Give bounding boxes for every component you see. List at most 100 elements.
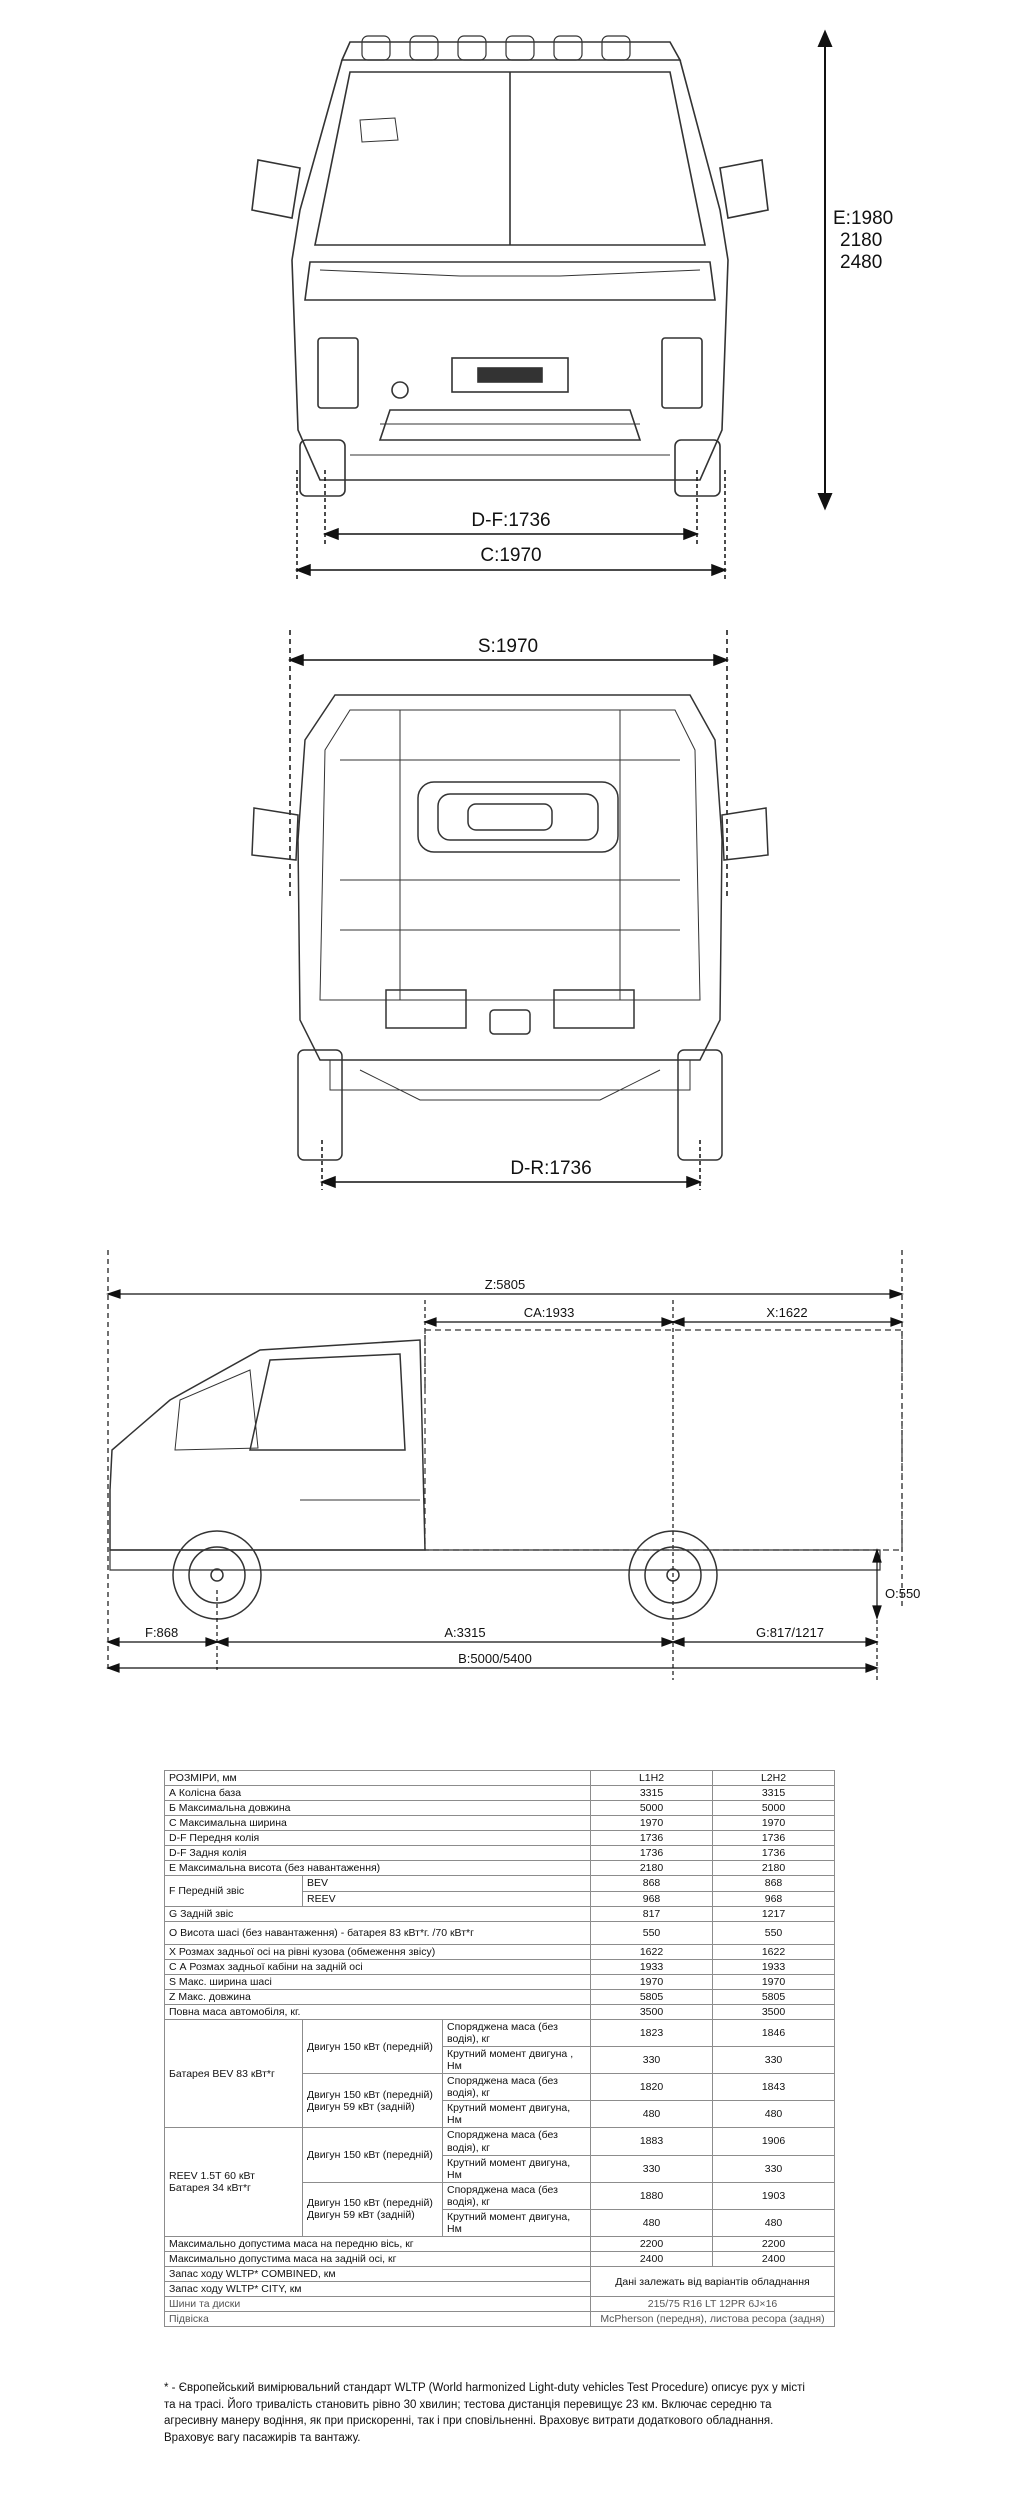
row-value-l1: 3315 <box>590 1785 713 1802</box>
header-dimensions: РОЗМІРИ, мм <box>164 1769 591 1787</box>
front-overhang-bev-l1: 868 <box>590 1875 713 1892</box>
bev-g2-mass-l1: 1820 <box>590 2073 713 2102</box>
row-label: S Макс. ширина шасі <box>164 1973 591 1990</box>
floor-height-label: O:550 <box>885 1586 920 1601</box>
row-label: Максимально допустима маса на передню ві… <box>164 2235 591 2253</box>
bev-g2-mass-label: Споряджена маса (без водія), кг <box>442 2073 591 2102</box>
bev-g1-torque-l1: 330 <box>590 2046 713 2075</box>
row-value-l2: 5000 <box>712 1800 835 1817</box>
suspension-label: Підвіска <box>164 2311 591 2328</box>
row-label: О Висота шасі (без навантаження) - батар… <box>164 1920 591 1945</box>
reev-g1-torque-l2: 330 <box>712 2154 835 2183</box>
row-label: С А Розмах задньої кабіни на задній осі <box>164 1958 591 1975</box>
chassis-view-drawing: S:1970 D-R:1736 <box>251 630 769 1190</box>
table-row: Запас ходу WLTP* CITY, км <box>164 2281 835 2298</box>
table-row: E Максимальна висота (без навантаження)2… <box>164 1860 835 1877</box>
table-row: Крутний момент двигуна, Нм 480 480 <box>165 2100 835 2129</box>
row-label: Максимально допустима маса на задній осі… <box>164 2250 591 2268</box>
range-value: Дані залежать від варіантів обладнання <box>590 2266 835 2298</box>
cargo-length-label: CA:1933 <box>524 1305 575 1320</box>
bev-battery-label: Батарея BEV 83 кВт*г <box>164 2018 303 2129</box>
reev-battery-label: REEV 1.5T 60 кВт Батарея 34 кВт*г <box>164 2127 303 2237</box>
row-value-l1: 5805 <box>590 1988 713 2005</box>
row-value-l2: 1970 <box>712 1973 835 1990</box>
table-row: Підвіска McPherson (передня), листова ре… <box>164 2311 835 2328</box>
row-label: E Максимальна висота (без навантаження) <box>164 1860 591 1877</box>
reev-g2-mass-label: Споряджена маса (без водія), кг <box>442 2181 591 2210</box>
bev-g2-mass-l2: 1843 <box>712 2073 835 2102</box>
height-label-3: 2480 <box>840 252 882 273</box>
bev-engine-1: Двигун 150 кВт (передній) <box>302 2018 443 2075</box>
table-header-row: РОЗМІРИ, мм L1H2 L2H2 <box>164 1769 835 1787</box>
row-value-l1: 2180 <box>590 1860 713 1877</box>
row-value-l1: 817 <box>590 1905 713 1922</box>
row-label: D-F Задня колія <box>164 1845 591 1862</box>
row-value-l1: 1933 <box>590 1958 713 1975</box>
row-label: А Колісна база <box>164 1785 591 1802</box>
table-row: Максимально допустима маса на задній осі… <box>164 2250 835 2268</box>
row-value-l2: 3500 <box>712 2003 835 2020</box>
reev-g2-mass-l1: 1880 <box>590 2181 713 2210</box>
front-width-label: C:1970 <box>480 545 541 566</box>
table-row: О Висота шасі (без навантаження) - батар… <box>164 1920 835 1945</box>
range-city-label: Запас ходу WLTP* CITY, км <box>164 2281 591 2298</box>
front-track-dimension-line <box>322 470 700 545</box>
reev-g2-mass-l2: 1903 <box>712 2181 835 2210</box>
row-label: Повна маса автомобіля, кг. <box>164 2003 591 2020</box>
body-length-label: B:5000/5400 <box>458 1651 532 1666</box>
row-value-l2: 550 <box>712 1920 835 1945</box>
front-overhang-reev-label: REEV <box>302 1890 591 1907</box>
row-label: X Розмах задньої осі на рівні кузова (об… <box>164 1943 591 1960</box>
row-value-l2: 1736 <box>712 1830 835 1847</box>
height-label-2: 2180 <box>840 230 882 251</box>
table-row: F Передній звіс BEV 868 868 <box>164 1875 835 1907</box>
rear-track-dimension-line <box>319 1140 703 1190</box>
bev-g1-mass-l2: 1846 <box>712 2018 835 2048</box>
front-overhang-label: F:868 <box>145 1625 178 1640</box>
chassis-width-dimension-line <box>287 630 730 900</box>
van-side-outline <box>109 1329 903 1620</box>
bev-g1-torque-label: Крутний момент двигуна , Нм <box>442 2046 591 2075</box>
row-label: G Задній звіс <box>164 1905 591 1922</box>
front-overhang-label: F Передній звіс <box>164 1875 303 1907</box>
height-dimension-line <box>817 29 833 511</box>
bev-g2-torque-l2: 480 <box>712 2100 835 2129</box>
bev-g2-torque-l1: 480 <box>590 2100 713 2129</box>
row-value-l2: 2180 <box>712 1860 835 1877</box>
row-value-l1: 1970 <box>590 1973 713 1990</box>
row-value-l2: 2400 <box>712 2250 835 2268</box>
row-label: С Максимальна ширина <box>164 1815 591 1832</box>
header-l2h2: L2H2 <box>712 1769 835 1787</box>
row-value-l1: 5000 <box>590 1800 713 1817</box>
row-label: Z Макс. довжина <box>164 1988 591 2005</box>
rear-x-label: X:1622 <box>766 1305 807 1320</box>
table-row: Максимально допустима маса на передню ві… <box>164 2235 835 2253</box>
row-value-l2: 5805 <box>712 1988 835 2005</box>
table-row: Шини та диски 215/75 R16 LT 12PR 6J×16 <box>164 2296 835 2313</box>
bev-g1-torque-l2: 330 <box>712 2046 835 2075</box>
row-value-l2: 2200 <box>712 2235 835 2253</box>
header-l1h2: L1H2 <box>590 1769 713 1787</box>
width-dimension-line <box>294 470 728 580</box>
tires-label: Шини та диски <box>164 2296 591 2313</box>
rear-track-label: D-R:1736 <box>510 1158 591 1179</box>
front-view-drawing: E:1980 2180 2480 D-F:1736 C:1970 <box>251 29 893 580</box>
reev-g2-torque-l1: 480 <box>590 2208 713 2237</box>
side-view-drawing: Z:5805 CA:1933 X:1622 O:550 F:868 A:3315… <box>106 1250 920 1680</box>
reev-g1-torque-l1: 330 <box>590 2154 713 2183</box>
van-front-outline <box>251 35 769 497</box>
table-row: Крутний момент двигуна, Нм 330 330 <box>165 2154 835 2183</box>
range-combined-label: Запас ходу WLTP* COMBINED, км <box>164 2266 591 2283</box>
height-label-1: E:1980 <box>833 208 893 229</box>
bev-g1-mass-label: Споряджена маса (без водія), кг <box>442 2018 591 2048</box>
row-value-l1: 1736 <box>590 1830 713 1847</box>
reev-g2-torque-label: Крутний момент двигуна, Нм <box>442 2208 591 2237</box>
bev-g1-mass-l1: 1823 <box>590 2018 713 2048</box>
row-value-l2: 1217 <box>712 1905 835 1922</box>
